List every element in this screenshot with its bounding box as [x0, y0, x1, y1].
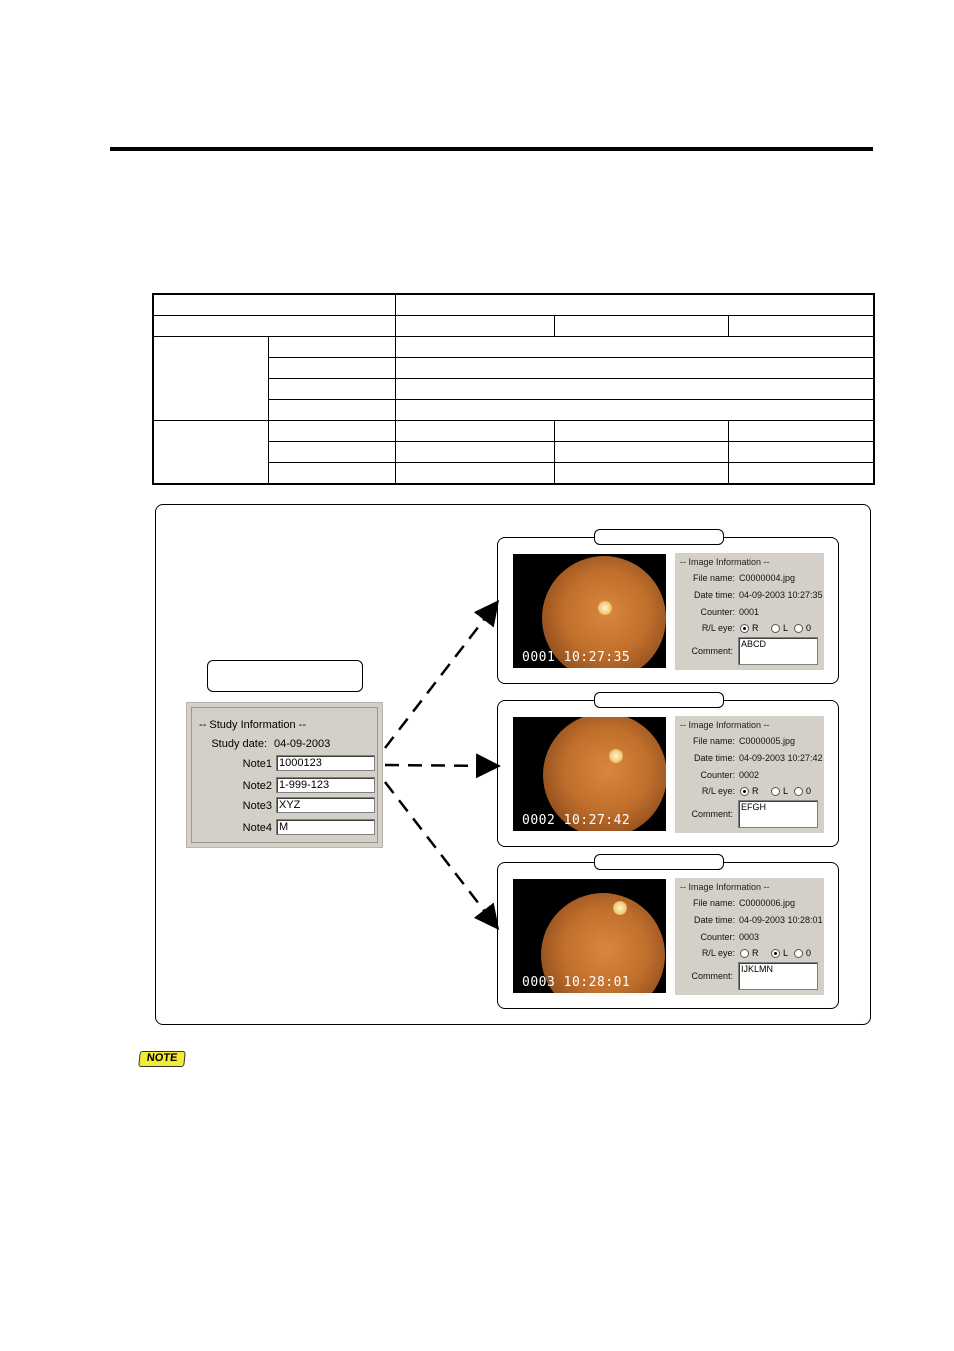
- file-name-label: File name:: [692, 898, 735, 908]
- date-time-value: 04-09-2003 10:28:01: [739, 915, 823, 925]
- date-time-label: Date time:: [693, 590, 735, 600]
- image-group-1: 0001 10:27:35 -- Image Information -- File…: [497, 537, 839, 684]
- file-name-label: File name:: [692, 573, 735, 583]
- image-group-3: 0003 10:28:01 -- Image Information -- File…: [497, 862, 839, 1009]
- eye-radio-0[interactable]: [794, 624, 803, 633]
- file-name-value: C0000005.jpg: [739, 736, 796, 746]
- counter-label: Counter:: [700, 932, 735, 942]
- note1-label: Note1: [242, 758, 272, 770]
- date-time-value: 04-09-2003 10:27:42: [739, 753, 823, 763]
- retina-disc: [541, 893, 665, 993]
- eye-label: R/L eye:: [701, 623, 735, 633]
- eye-radio-0-label: 0: [806, 948, 812, 958]
- study-date-label: Study date:: [211, 738, 267, 750]
- fundus-image[interactable]: 0002 10:27:42: [513, 717, 666, 831]
- counter-value: 0002: [739, 770, 760, 780]
- note4-label: Note4: [242, 822, 272, 834]
- table-row: [152, 336, 875, 421]
- image-info-title: -- Image Information --: [680, 882, 770, 892]
- eye-radio-0[interactable]: [794, 787, 803, 796]
- note3-field[interactable]: XYZ: [276, 797, 375, 813]
- arrow-to-image-1: [384, 600, 500, 749]
- image-caption: 0003 10:28:01: [522, 975, 631, 990]
- arrow-to-image-3: [384, 781, 500, 930]
- note2-label: Note2: [242, 780, 272, 792]
- eye-radio-l-label: L: [783, 623, 789, 633]
- image-info-title: -- Image Information --: [680, 720, 770, 730]
- image-caption: 0002 10:27:42: [522, 813, 631, 828]
- optic-disc: [598, 601, 612, 615]
- counter-value: 0003: [739, 932, 760, 942]
- image-group-2: 0002 10:27:42 -- Image Information -- File…: [497, 700, 839, 847]
- table-row: [153, 462, 875, 485]
- optic-disc: [613, 901, 627, 915]
- eye-radio-r[interactable]: [740, 787, 749, 796]
- study-panel-title: -- Study Information --: [199, 719, 306, 731]
- eye-radio-l[interactable]: [771, 624, 780, 633]
- retina-disc: [543, 717, 666, 831]
- fundus-image[interactable]: 0001 10:27:35: [513, 554, 666, 668]
- eye-label: R/L eye:: [701, 948, 735, 958]
- note1-field[interactable]: 1000123: [276, 755, 375, 771]
- file-name-label: File name:: [692, 736, 735, 746]
- eye-radio-r-label: R: [752, 786, 759, 796]
- image-caption: 0001 10:27:35: [522, 650, 631, 665]
- study-label-box: [207, 660, 363, 692]
- eye-label: R/L eye:: [701, 786, 735, 796]
- image-information-panel: -- Image Information -- File name: C000000…: [675, 878, 824, 995]
- image-information-panel: -- Image Information -- File name: C000000…: [675, 716, 824, 833]
- eye-radio-r[interactable]: [740, 624, 749, 633]
- arrow-to-image-2: [384, 753, 501, 779]
- comment-label: Comment:: [691, 971, 733, 981]
- comment-label: Comment:: [691, 809, 733, 819]
- note-icon: NOTE: [138, 1051, 186, 1067]
- study-information-panel: -- Study Information -- Study date: 04-0…: [186, 702, 383, 848]
- image-information-panel: -- Image Information -- File name: C000000…: [675, 553, 824, 670]
- counter-value: 0001: [739, 607, 760, 617]
- eye-radio-0[interactable]: [794, 949, 803, 958]
- table-row: [153, 441, 875, 463]
- table-row: [152, 420, 875, 485]
- image-info-title: -- Image Information --: [680, 557, 770, 567]
- comment-field[interactable]: ABCD: [738, 637, 818, 665]
- study-panel-groupbox: [191, 707, 378, 843]
- fundus-image[interactable]: 0003 10:28:01: [513, 879, 666, 993]
- eye-radio-l-label: L: [783, 948, 789, 958]
- eye-radio-0-label: 0: [806, 786, 812, 796]
- comment-label: Comment:: [691, 646, 733, 656]
- note2-field[interactable]: 1-999-123: [276, 777, 375, 793]
- date-time-value: 04-09-2003 10:27:35: [739, 590, 823, 600]
- table-row: [153, 378, 875, 400]
- image-3-label-box: [594, 854, 724, 870]
- counter-label: Counter:: [700, 607, 735, 617]
- counter-label: Counter:: [700, 770, 735, 780]
- header-rule: [110, 147, 873, 151]
- eye-radio-l[interactable]: [771, 787, 780, 796]
- optic-disc: [609, 749, 623, 763]
- file-name-value: C0000006.jpg: [739, 898, 796, 908]
- eye-radio-r-label: R: [752, 948, 759, 958]
- note3-label: Note3: [242, 800, 272, 812]
- eye-radio-l-label: L: [783, 786, 789, 796]
- note4-field[interactable]: M: [276, 819, 375, 835]
- diagram-frame: [155, 504, 871, 1025]
- spec-table: [152, 293, 875, 485]
- image-2-label-box: [594, 692, 724, 708]
- date-time-label: Date time:: [693, 753, 735, 763]
- image-1-label-box: [594, 529, 724, 545]
- eye-radio-r-label: R: [752, 623, 759, 633]
- study-date-value: 04-09-2003: [274, 738, 331, 750]
- date-time-label: Date time:: [693, 915, 735, 925]
- eye-radio-l[interactable]: [771, 949, 780, 958]
- file-name-value: C0000004.jpg: [739, 573, 796, 583]
- table-row: [153, 357, 875, 379]
- comment-field[interactable]: EFGH: [738, 800, 818, 828]
- comment-field[interactable]: IJKLMN: [738, 962, 818, 990]
- eye-radio-r[interactable]: [740, 949, 749, 958]
- eye-radio-0-label: 0: [806, 623, 812, 633]
